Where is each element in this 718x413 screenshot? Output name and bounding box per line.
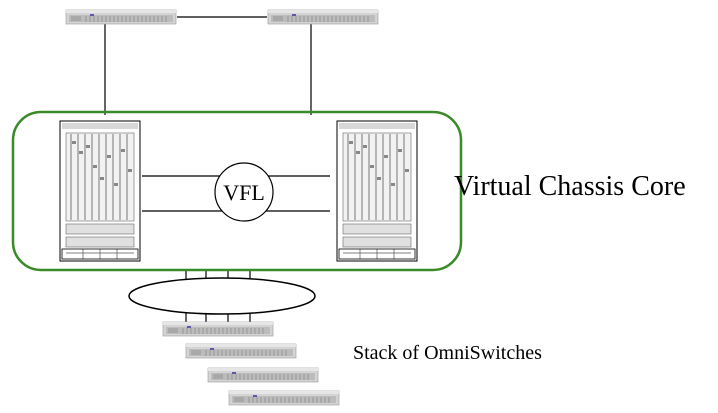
chassis-icon xyxy=(336,120,418,262)
virtual-chassis-core-label: Virtual Chassis Core xyxy=(454,171,686,202)
vfl-label: VFL xyxy=(223,180,265,205)
switch-icon xyxy=(207,367,319,383)
virtual-chassis-core-boundary xyxy=(11,110,463,272)
link-aggregation-ellipse xyxy=(128,277,316,315)
switch-icon xyxy=(185,343,297,359)
switch-icon xyxy=(65,9,177,25)
switch-icon xyxy=(228,390,340,406)
chassis-icon xyxy=(59,120,141,262)
vfl-circle xyxy=(214,162,274,222)
switch-icon xyxy=(162,321,274,337)
stack-label: Stack of OmniSwitches xyxy=(353,342,542,364)
switch-icon xyxy=(267,9,379,25)
